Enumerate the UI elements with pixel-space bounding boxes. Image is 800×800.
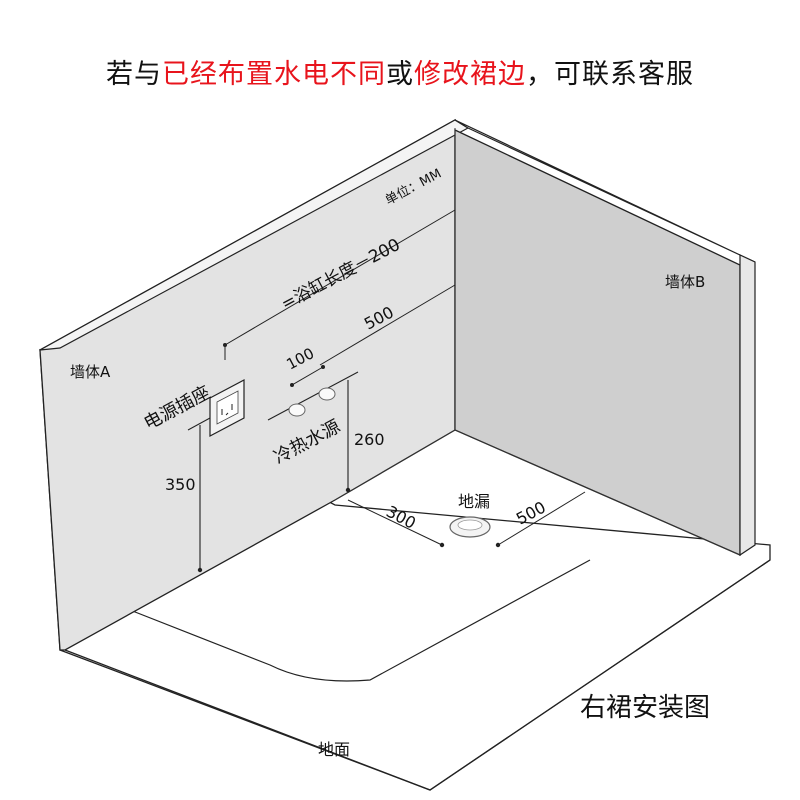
dim-line-300 bbox=[347, 499, 443, 546]
floor-drain-inner bbox=[457, 519, 483, 531]
dim-point bbox=[495, 542, 501, 548]
dim-point bbox=[223, 343, 227, 347]
dim-point bbox=[439, 542, 445, 548]
cold-water-outlet bbox=[288, 403, 306, 417]
drain-label: 地漏 bbox=[458, 492, 490, 511]
title-part-3: ，可联系客服 bbox=[526, 59, 694, 90]
water-pipe-line bbox=[267, 371, 359, 421]
dim-line-socket-lead bbox=[187, 417, 211, 431]
dim-point bbox=[290, 383, 294, 387]
dim-point bbox=[321, 365, 325, 369]
dim-label-350: 350 bbox=[165, 475, 196, 494]
hot-water-outlet bbox=[318, 387, 336, 401]
notice-title: 若与已经布置水电不同或修改裙边，可联系客服 bbox=[0, 52, 800, 91]
dim-point bbox=[345, 487, 351, 493]
dim-line-500-floor bbox=[497, 491, 586, 546]
power-socket-face bbox=[216, 390, 239, 425]
dim-line-500-top bbox=[319, 284, 456, 366]
title-highlight-2: 修改裙边 bbox=[414, 59, 526, 90]
wall-b-label: 墙体B bbox=[665, 273, 705, 291]
wall-b-side bbox=[739, 254, 756, 557]
caption-right-skirt: 右裙安装图 bbox=[580, 693, 710, 723]
wall-a-label: 墙体A bbox=[70, 363, 111, 381]
dim-line-100 bbox=[291, 366, 324, 386]
socket-pin bbox=[225, 412, 229, 416]
tub-outline bbox=[129, 559, 591, 682]
title-part-2: 或 bbox=[386, 59, 414, 90]
title-highlight-1: 已经布置水电不同 bbox=[162, 59, 386, 90]
wall-b bbox=[454, 128, 741, 556]
floor-edge bbox=[64, 559, 771, 791]
title-part-1: 若与 bbox=[106, 59, 162, 90]
dim-label-260: 260 bbox=[354, 430, 385, 449]
wall-floor-junction bbox=[334, 429, 741, 556]
dim-point bbox=[197, 567, 203, 573]
floor-label: 地面 bbox=[318, 740, 350, 759]
dim-line-tub-length bbox=[224, 209, 456, 346]
